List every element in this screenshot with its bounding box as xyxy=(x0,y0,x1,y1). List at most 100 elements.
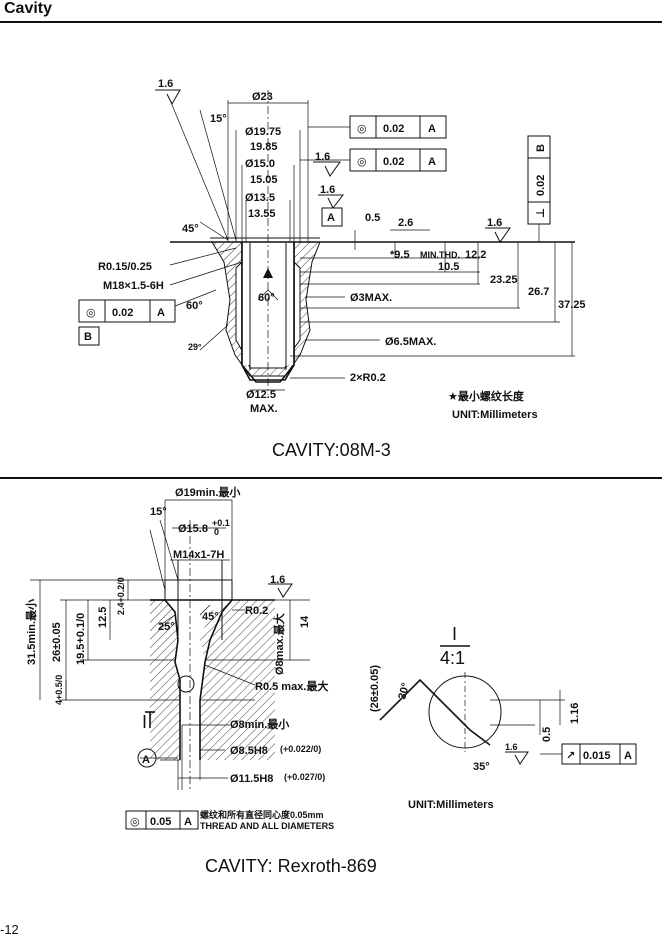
datum-a-symbol: A xyxy=(137,748,157,768)
dim-angle15: 15° xyxy=(210,113,227,125)
dim-angle29: 29° xyxy=(188,342,202,352)
conc-datum: A xyxy=(184,816,192,828)
dim-v26: 2.6 xyxy=(398,217,413,229)
bottom-unit: UNIT:Millimeters xyxy=(408,799,494,811)
conc-note-cn: 螺纹和所有直径同心度0.05mm xyxy=(200,809,324,820)
dim-b-r02: R0.2 xyxy=(245,605,268,617)
dim-angle60a: 60° xyxy=(186,300,203,312)
fcf2-symbol: ◎ xyxy=(357,156,367,168)
datum-a-letter: A xyxy=(142,754,150,766)
dim-thread: M18×1.5-6H xyxy=(103,280,164,292)
dim-b-v125: 12.5 xyxy=(97,607,109,628)
dim-b-v14: 14 xyxy=(299,615,311,628)
dim-b-v4: 4+0.5/0 xyxy=(54,675,64,705)
detail-roughness: 1.6 xyxy=(505,742,518,752)
dim-minthd: MIN.THD. xyxy=(420,250,460,260)
dim-b-d8max: Ø8max.最大 xyxy=(272,613,286,675)
dim-r02: 2×R0.2 xyxy=(350,372,386,384)
dim-b-r05: R0.5 max.最大 xyxy=(255,679,328,693)
top-fcf-2: ◎ 0.02 A xyxy=(300,148,447,172)
dim-b-d8min: Ø8min.最小 xyxy=(230,717,289,731)
dim-d158-tol0: 0 xyxy=(214,527,219,537)
top-fcf-vertical: B 0.02 ⊥ xyxy=(527,135,551,242)
dim-max: MAX. xyxy=(250,403,278,415)
fcf-vert-symbol: ⊥ xyxy=(535,208,547,218)
dim-d19min: Ø19min.最小 xyxy=(175,485,240,499)
concentricity-fcf: ◎ 0.05 A xyxy=(125,810,199,830)
dim-d65max: Ø6.5MAX. xyxy=(385,336,436,348)
dim-b-d115-tol: (+0.027/0) xyxy=(284,772,325,782)
fcf-vert-datum: B xyxy=(535,144,547,152)
detail-fcf: ↗ 0.015 A xyxy=(540,743,637,765)
fcf2-datum: A xyxy=(428,156,436,168)
top-fcf-1: ◎ 0.02 A xyxy=(308,115,447,139)
conc-value: 0.05 xyxy=(150,816,171,828)
detail-angle35: 35° xyxy=(473,761,490,773)
dim-d158: Ø15.8 xyxy=(178,523,208,535)
dim-b-angle25: 25° xyxy=(158,621,175,633)
detail-label: I xyxy=(452,624,457,644)
fcf-left-value: 0.02 xyxy=(112,307,133,319)
section-marker-i: I xyxy=(142,712,147,732)
detail-angle30: 30° xyxy=(396,682,412,701)
dim-v105: 10.5 xyxy=(438,261,459,273)
dim-angle45: 45° xyxy=(182,223,199,235)
dim-d19-75: Ø19.75 xyxy=(245,126,281,138)
datum-a-label: A xyxy=(327,212,335,224)
fcf1-value: 0.02 xyxy=(383,123,404,135)
top-cavity-drawing: 1.6 1.6 1.6 1.6 Ø23 15° Ø19.75 19.85 Ø15… xyxy=(78,78,586,460)
page-header-title: Cavity xyxy=(4,0,53,17)
fcf-left-datum: A xyxy=(157,307,165,319)
dim-d158-tol: +0.1 xyxy=(212,518,230,528)
dim-v267: 26.7 xyxy=(528,286,549,298)
fcf-left-symbol: ◎ xyxy=(86,307,96,319)
dim-d13-5: Ø13.5 xyxy=(245,192,275,204)
dim-b-d85: Ø8.5H8 xyxy=(230,745,268,757)
dim-b-angle15: 15° xyxy=(150,506,167,518)
datum-b-label: B xyxy=(84,331,92,343)
detail-scale: 4:1 xyxy=(440,648,465,668)
top-datum-b-box: B xyxy=(78,326,100,346)
bottom-cavity-drawing: 1.6 Ø19min.最小 15° Ø15.8 +0.1 0 M14x1-7H … xyxy=(24,485,637,876)
top-roughness-4: 1.6 xyxy=(487,217,502,229)
detail-v26: (26±0.05) xyxy=(369,665,381,712)
detail-fcf-symbol: ↗ xyxy=(566,750,575,762)
fcf1-symbol: ◎ xyxy=(357,123,367,135)
dim-v05: 0.5 xyxy=(365,212,380,224)
dim-v95: *9.5 xyxy=(390,249,410,261)
fcf-vert-value: 0.02 xyxy=(535,175,547,196)
dim-b-v195: 19.5+0.1/0 xyxy=(75,613,87,665)
dim-b-thread: M14x1-7H xyxy=(173,549,224,561)
page-number: -12 xyxy=(0,922,19,937)
top-datum-a-box: A xyxy=(321,207,343,227)
dim-d3max: Ø3MAX. xyxy=(350,292,392,304)
header-rule xyxy=(0,21,662,23)
top-cavity-title: CAVITY:08M-3 xyxy=(272,440,391,460)
fcf1-datum: A xyxy=(428,123,436,135)
top-fcf-left: ◎ 0.02 A xyxy=(78,299,176,323)
dim-d19-85: 19.85 xyxy=(250,141,278,153)
dim-v2325: 23.25 xyxy=(490,274,518,286)
dim-d23: Ø23 xyxy=(252,91,273,103)
conc-note-en: THREAD AND ALL DIAMETERS xyxy=(200,821,334,831)
bottom-cavity-title: CAVITY: Rexroth-869 xyxy=(205,856,377,876)
dim-d13-55: 13.55 xyxy=(248,208,276,220)
section-divider xyxy=(0,477,662,479)
top-roughness-3: 1.6 xyxy=(320,184,335,196)
dim-v122: 12.2 xyxy=(465,249,486,261)
dim-v3725: 37.25 xyxy=(558,299,586,311)
top-unit: UNIT:Millimeters xyxy=(452,409,538,421)
dim-b-v315: 31.5min.最小 xyxy=(24,599,38,665)
top-roughness-1: 1.6 xyxy=(158,78,173,90)
fcf2-value: 0.02 xyxy=(383,156,404,168)
detail-fcf-value: 0.015 xyxy=(583,750,611,762)
dim-b-d115: Ø11.5H8 xyxy=(230,773,273,785)
detail-v05: 0.5 xyxy=(541,727,553,742)
dim-b-angle45: 45° xyxy=(202,611,219,623)
dim-d15-0: Ø15.0 xyxy=(245,158,275,170)
detail-fcf-datum: A xyxy=(624,750,632,762)
dim-b-v24: 2.4+0.2/0 xyxy=(116,577,126,615)
conc-symbol: ◎ xyxy=(130,816,140,828)
